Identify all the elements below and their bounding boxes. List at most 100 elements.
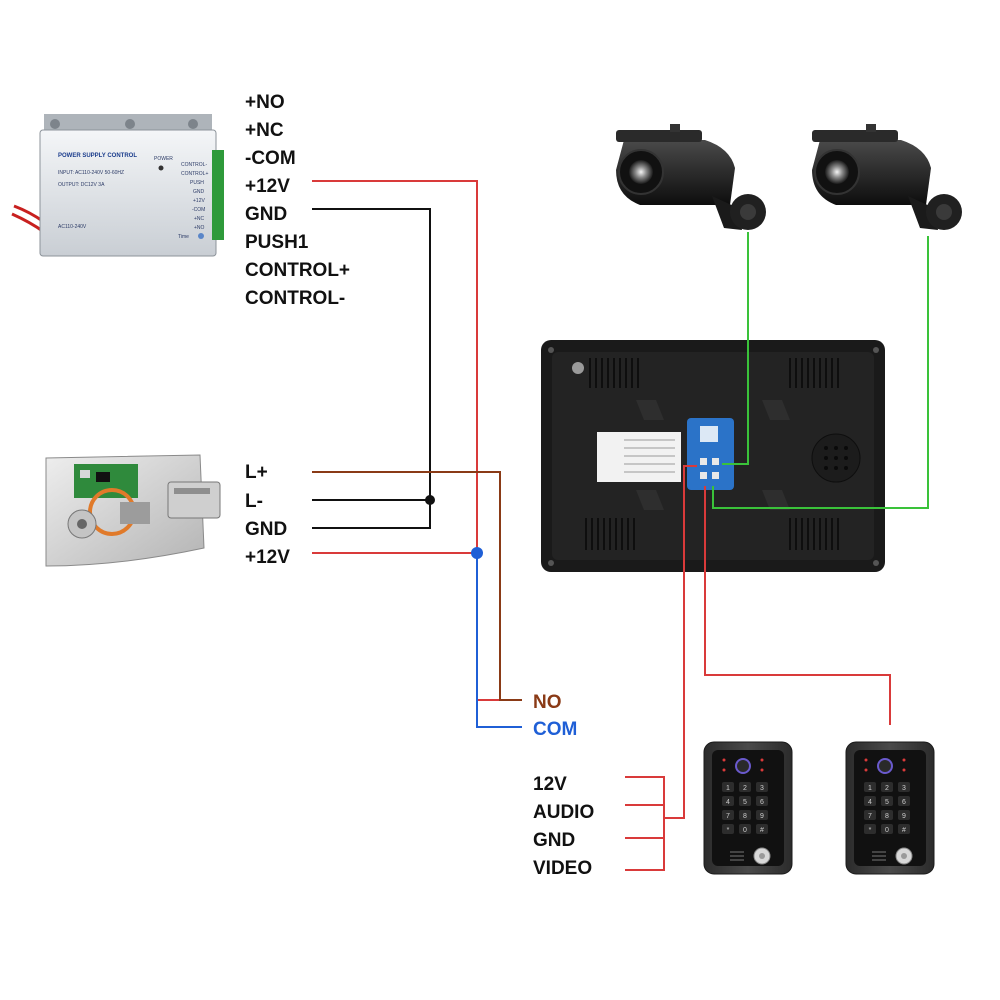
port-icon (712, 472, 719, 479)
vent-bottom-right (789, 518, 839, 550)
ir-led-icon (864, 758, 868, 762)
ps-label-no: +NO (245, 92, 285, 113)
power-cable-red-2 (11, 212, 45, 234)
key-label: 7 (726, 813, 730, 820)
power-supply-title: POWER SUPPLY CONTROL (58, 153, 137, 159)
camera-sunshield (616, 130, 702, 142)
ps-label-control-plus: CONTROL+ (245, 260, 350, 281)
key-label: # (760, 827, 764, 834)
monitor-screw-icon (572, 362, 584, 374)
key-label: 4 (726, 799, 730, 806)
door-station-1: 1 2 3 4 5 6 7 8 9 * 0 # (703, 741, 793, 875)
key-label: # (902, 827, 906, 834)
mount-hole-icon (50, 119, 60, 129)
ir-led-icon (722, 758, 726, 762)
station-label-12v: 12V (533, 774, 567, 795)
ir-led-icon (722, 768, 726, 772)
terminal-label: -COM (192, 207, 205, 213)
port-icon (700, 472, 707, 479)
camera-1 (616, 124, 766, 230)
terminal-label: +NC (194, 216, 205, 222)
key-label: * (869, 827, 872, 834)
ir-led-icon (864, 768, 868, 772)
mount-hole-icon (125, 119, 135, 129)
camera-lens-icon (825, 160, 849, 184)
vent-top-right (789, 358, 839, 388)
wire-station1-feed (664, 465, 697, 819)
wire-ps-12v (312, 180, 520, 701)
key-label: 9 (760, 813, 764, 820)
camera-top-clip (866, 124, 876, 132)
key-label: 6 (760, 799, 764, 806)
spec-sticker-lines (624, 439, 675, 473)
junction-dot-icon (471, 547, 483, 559)
ir-led-icon (760, 758, 764, 762)
wire-camera1-video (722, 232, 749, 465)
wire-com (476, 553, 522, 728)
lock-bolt-icon (167, 481, 221, 519)
station-label-gnd: GND (533, 830, 575, 851)
call-button-center (759, 853, 765, 859)
power-supply-time: Time (178, 234, 189, 240)
terminal-label: +12V (193, 198, 205, 204)
key-label: 7 (868, 813, 872, 820)
camera-mount-screw-icon (936, 204, 952, 220)
relay-no-label: NO (533, 692, 562, 713)
lock-bolt-slot (174, 488, 210, 494)
key-label: 4 (868, 799, 872, 806)
connector-label (700, 426, 718, 442)
key-label: 8 (885, 813, 889, 820)
key-label: * (727, 827, 730, 834)
power-supply-mains: AC110-240V (58, 224, 87, 230)
lock-chip-icon (96, 472, 110, 482)
wall-hook-icon (762, 400, 790, 420)
key-label: 3 (760, 785, 764, 792)
power-supply-output: OUTPUT: DC12V 3A (58, 182, 105, 188)
power-supply-input: INPUT: AC110-240V 50-60HZ (58, 170, 124, 176)
lock-label-gnd: GND (245, 519, 287, 540)
station-faceplate (854, 750, 926, 866)
station-mic-grille (730, 851, 744, 861)
wall-hook-icon (636, 400, 664, 420)
connector-panel (687, 418, 734, 490)
wires (312, 180, 929, 871)
terminal-block (212, 150, 224, 240)
ps-label-gnd: GND (245, 204, 287, 225)
wire-station-bus (625, 776, 665, 871)
ps-label-control-minus: CONTROL- (245, 288, 345, 309)
time-knob-icon (198, 233, 204, 239)
lock-label-lplus: L+ (245, 462, 268, 483)
power-supply-body (39, 129, 217, 257)
port-icon (712, 458, 719, 465)
vent-bottom-left (585, 518, 635, 550)
monitor-screw-icon (548, 347, 554, 353)
key-label: 0 (885, 827, 889, 834)
key-label: 3 (902, 785, 906, 792)
ps-label-nc: +NC (245, 120, 284, 141)
ir-led-icon (760, 768, 764, 772)
key-label: 9 (902, 813, 906, 820)
station-camera-icon (735, 758, 751, 774)
key-label: 2 (743, 785, 747, 792)
station-label-audio: AUDIO (533, 802, 594, 823)
key-label: 5 (743, 799, 747, 806)
lock-gear (120, 502, 150, 524)
relay-com-label: COM (533, 719, 577, 740)
vent-top-left (589, 358, 639, 388)
camera-mount-screw-icon (740, 204, 756, 220)
wire-ps-gnd (312, 208, 431, 529)
lock-labels: L+ L- GND +12V (245, 462, 290, 568)
junction-dot-icon (425, 495, 435, 505)
station-label-video: VIDEO (533, 858, 592, 879)
camera-lens-icon (629, 160, 653, 184)
wire-camera2-video (712, 236, 929, 509)
call-button-center (901, 853, 907, 859)
terminal-labels: CONTROL- CONTROL+ PUSH GND +12V -COM +NC… (181, 162, 208, 231)
monitor-screw-icon (548, 560, 554, 566)
ps-label-push1: PUSH1 (245, 232, 309, 253)
terminal-label: CONTROL+ (181, 171, 208, 177)
lock-chip-icon (80, 470, 90, 478)
lock-motor-shaft-icon (77, 519, 87, 529)
terminal-label: +NO (194, 225, 205, 231)
electric-lock (45, 454, 221, 567)
